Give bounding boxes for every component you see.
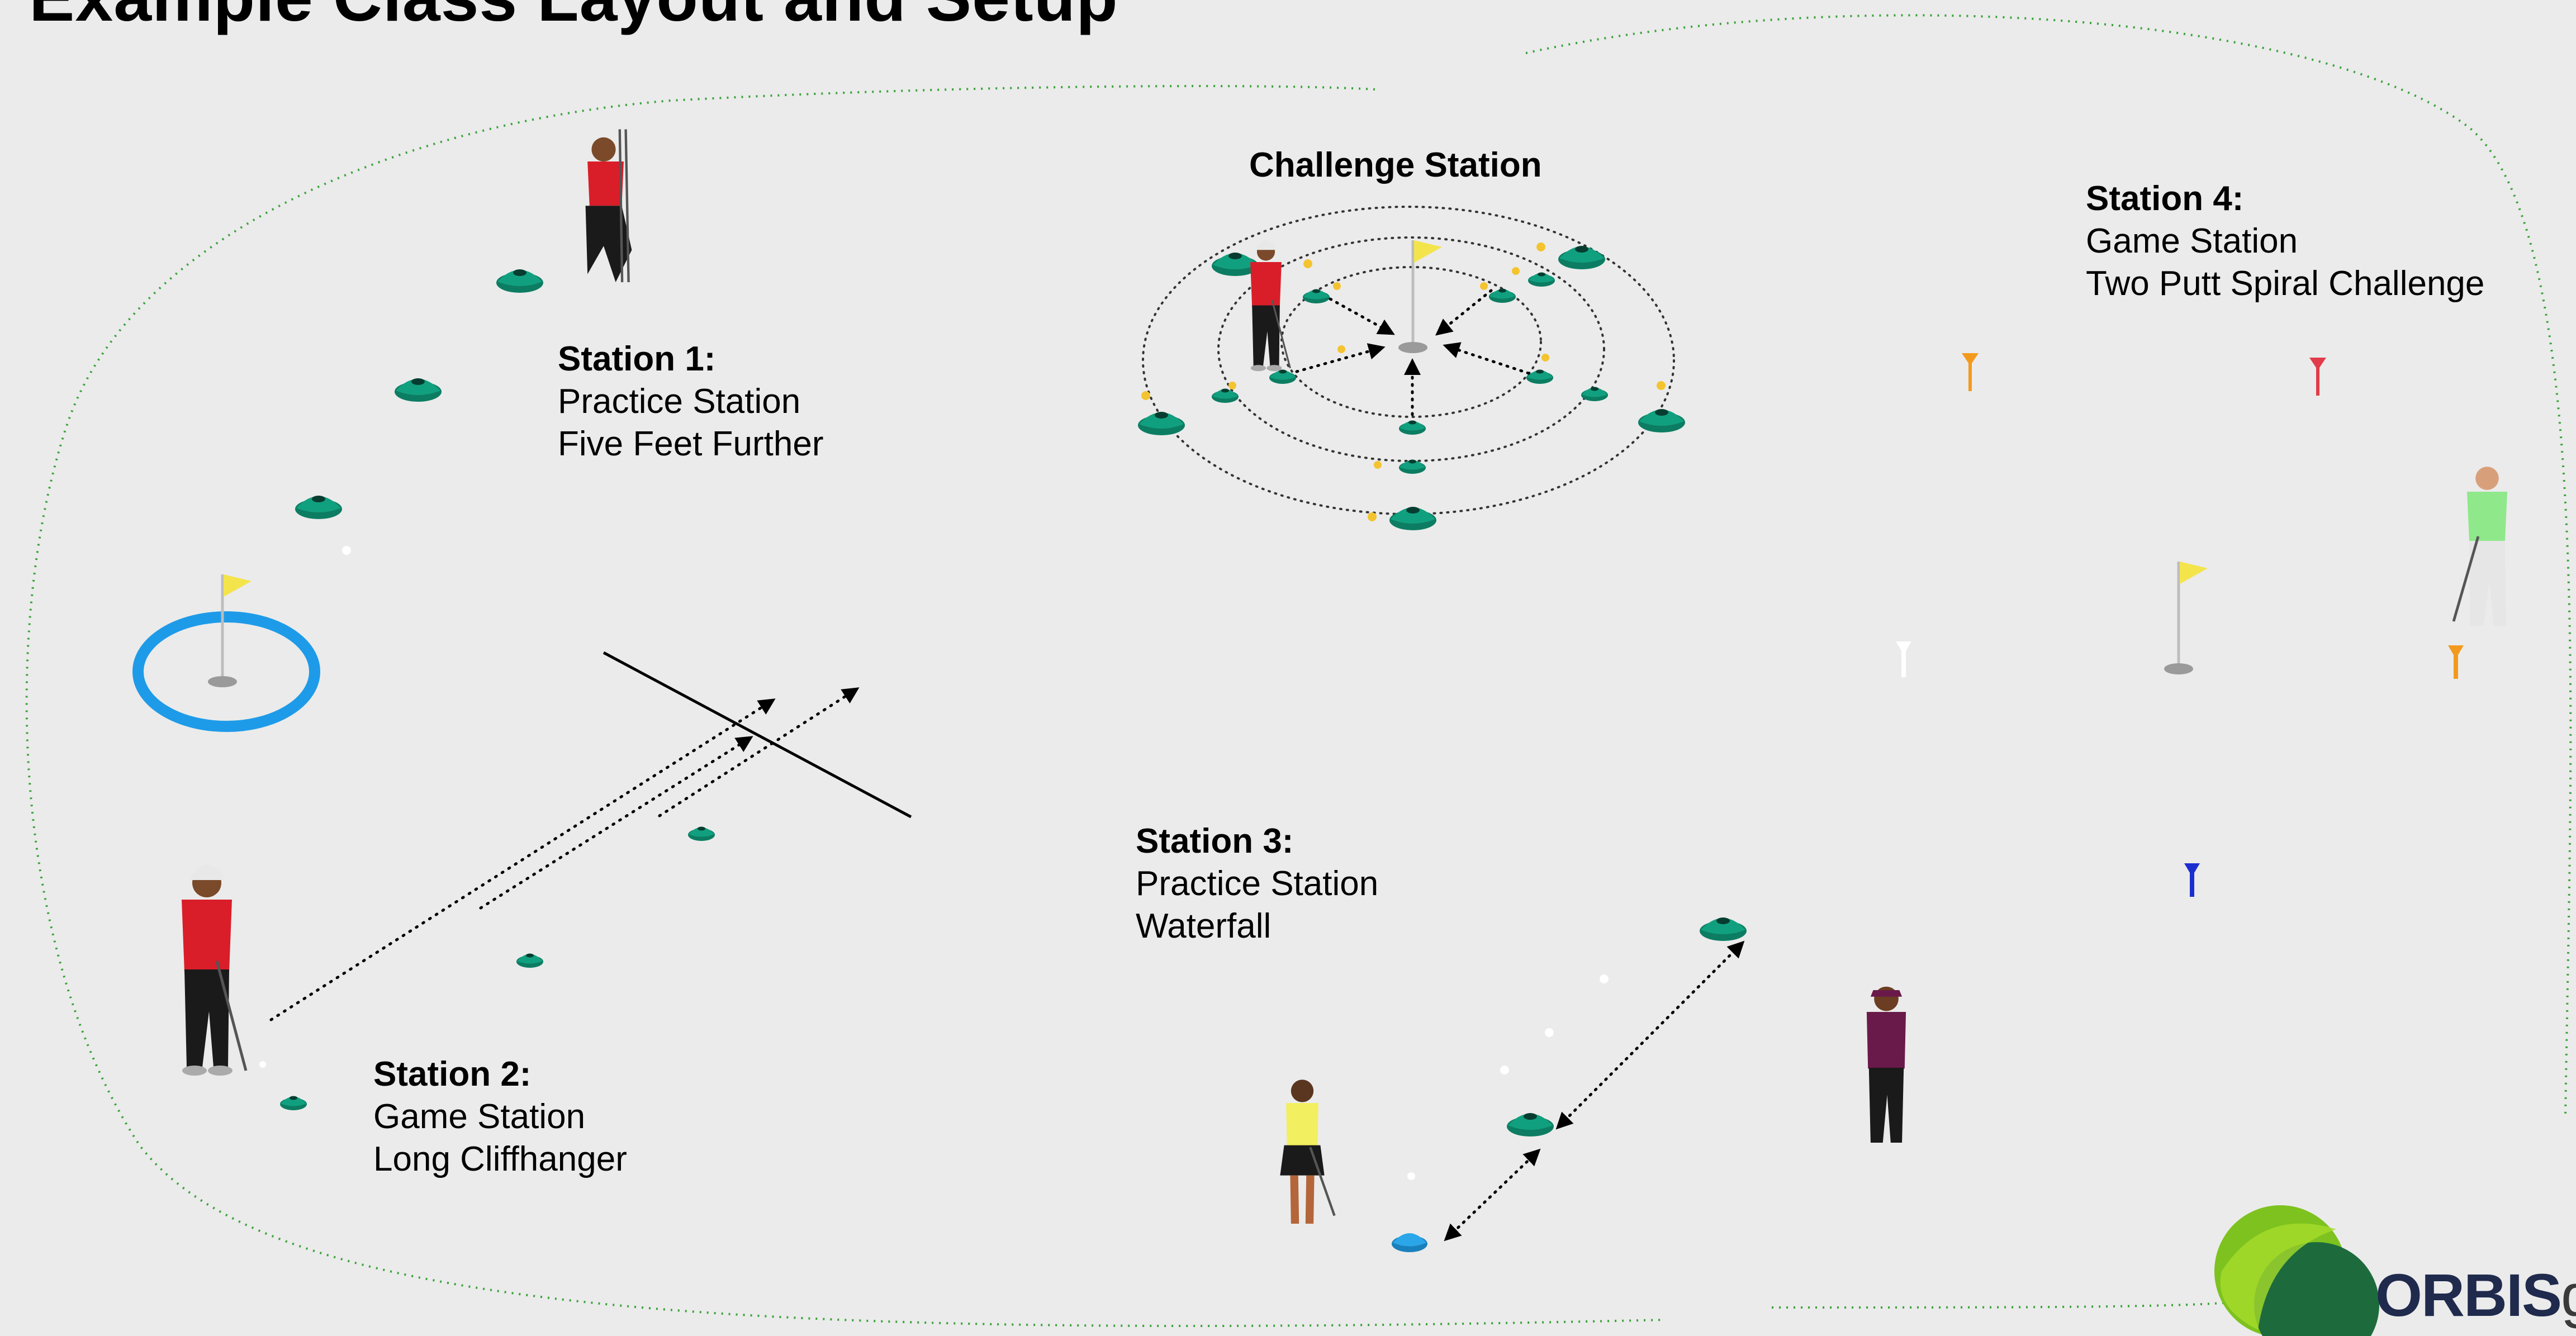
station-1-heading: Station 1: [558, 342, 823, 377]
flag-icon [208, 574, 252, 687]
logo-suffix: go [2561, 1261, 2576, 1329]
station-1-label: Station 1: Practice Station Five Feet Fu… [558, 342, 823, 469]
cone-icon [1399, 421, 1426, 435]
balls [1407, 974, 1609, 1180]
page-title: Example Class Layout and Setup [29, 0, 1118, 31]
area-boundary-bottom [1772, 1302, 2236, 1308]
station-1-golfer-icon [586, 129, 632, 282]
station-2-type: Game Station [373, 1100, 627, 1134]
cliff-line [604, 653, 911, 817]
station-4-heading: Station 4: [2086, 182, 2484, 216]
cone-icon [1389, 507, 1436, 530]
ball-markers [1141, 243, 1666, 521]
waterfall-arrow [1448, 1152, 1537, 1238]
cone-icon [1399, 460, 1426, 474]
station-4-label: Station 4: Game Station Two Putt Spiral … [2086, 182, 2484, 309]
cone-blue-icon [1392, 1233, 1427, 1252]
tee-icon [2448, 645, 2464, 679]
station-2-name: Long Cliffhanger [373, 1142, 627, 1177]
ball-icon [259, 1061, 266, 1068]
coach-icon [1867, 987, 1906, 1143]
logo-wordmark: ORBISgo [2375, 1260, 2576, 1330]
station-3-golfer-icon [1280, 1080, 1334, 1224]
cone-icon [395, 378, 442, 402]
area-boundary [27, 86, 1666, 1326]
cone-icon [688, 827, 715, 841]
waterfall-arrow [1559, 944, 1741, 1126]
station-2-golfer-icon [182, 865, 246, 1076]
cone-icon [496, 269, 543, 293]
station-2-heading: Station 2: [373, 1057, 627, 1092]
area-boundary-right [1526, 15, 2570, 1118]
cone-icon [1507, 1113, 1554, 1137]
cone-icon [1558, 246, 1605, 269]
putt-path-arrow [481, 739, 749, 908]
cone-icon [1138, 412, 1185, 435]
putt-path-arrow [660, 690, 855, 816]
station-4-name: Two Putt Spiral Challenge [2086, 267, 2484, 301]
tee-icon [1962, 353, 1979, 391]
station-3-name: Waterfall [1136, 909, 1378, 944]
cone-icon [280, 1096, 307, 1111]
cone-icon [516, 954, 543, 968]
logo-brand: ORBIS [2375, 1261, 2561, 1329]
orbis-logo-icon [2214, 1205, 2379, 1336]
cone-icon [1638, 409, 1685, 432]
station-1-name: Five Feet Further [558, 427, 823, 462]
cone-icon [1212, 389, 1239, 403]
station-2-label: Station 2: Game Station Long Cliffhanger [373, 1057, 627, 1185]
station-4-type: Game Station [2086, 224, 2484, 259]
cone-icon [1489, 289, 1516, 303]
station-3-heading: Station 3: [1136, 824, 1378, 859]
station-4-golfer-icon [2454, 467, 2507, 626]
cone-icon [1526, 370, 1553, 384]
challenge-station-heading: Challenge Station [1249, 148, 1542, 183]
cone-icon [295, 496, 342, 519]
challenge-golfer-icon [1250, 240, 1290, 371]
hole-target-ring-icon [138, 617, 315, 726]
station-3-type: Practice Station [1136, 867, 1378, 901]
flag-icon [2164, 562, 2208, 674]
ball-icon [342, 546, 351, 555]
cone-icon [1700, 917, 1747, 941]
cone-icon [1581, 387, 1608, 402]
putt-path-arrow [271, 701, 771, 1020]
station-3-label: Station 3: Practice Station Waterfall [1136, 824, 1378, 952]
flag-icon [1398, 240, 1442, 353]
tee-icon [2309, 358, 2326, 396]
cone-icon [1303, 289, 1330, 304]
station-1-type: Practice Station [558, 384, 823, 419]
tee-icon [2184, 863, 2200, 897]
cone-icon [1528, 273, 1555, 287]
tee-icon [1896, 641, 1911, 677]
